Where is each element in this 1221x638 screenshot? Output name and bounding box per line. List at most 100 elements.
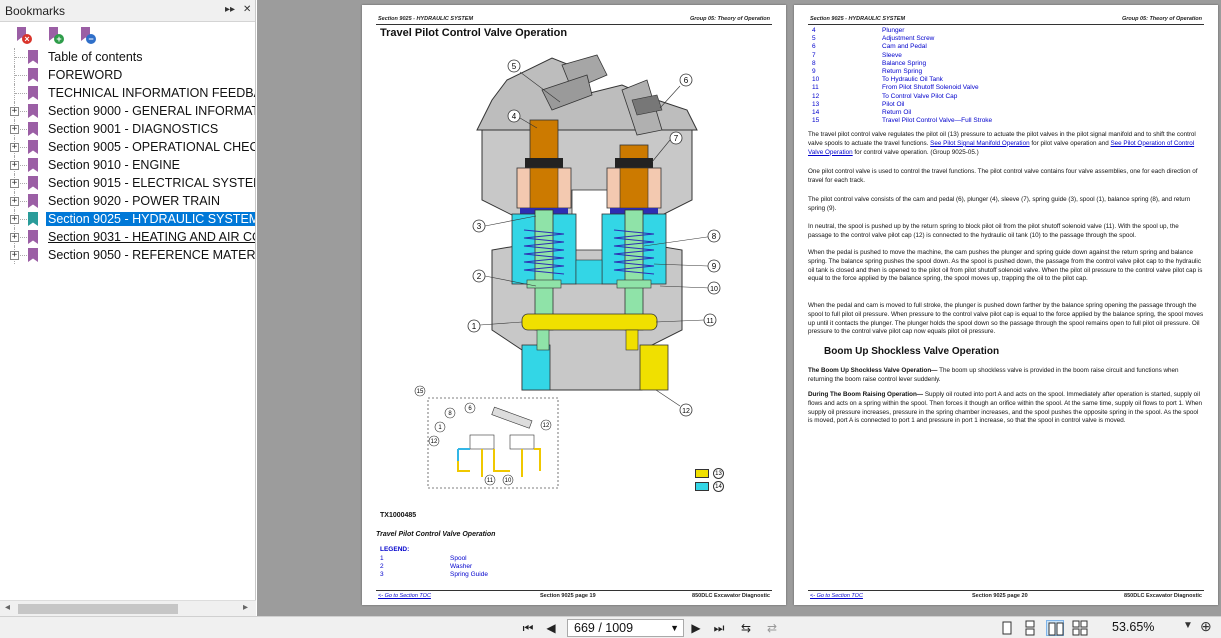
previous-page-button[interactable]: ◀: [546, 621, 556, 635]
bookmark-item[interactable]: +Section 9005 - OPERATIONAL CHECK: [0, 138, 255, 156]
facing-pages-view-button[interactable]: [1046, 620, 1064, 636]
footer-rule: [376, 590, 772, 591]
tree-guide: [15, 255, 27, 256]
last-page-button[interactable]: ⏭: [713, 621, 725, 635]
tree-guide: [14, 66, 28, 84]
expand-icon[interactable]: +: [10, 249, 19, 260]
page-number-value: 669 / 1009: [574, 621, 634, 635]
bookmark-icon: [28, 212, 38, 226]
go-forward-view-button[interactable]: ⇄: [766, 621, 778, 635]
bookmark-item[interactable]: + Section 9010 - ENGINE: [0, 156, 255, 174]
bookmark-icon: [28, 122, 38, 136]
legend-text: Travel Pilot Control Valve—Full Stroke: [882, 117, 993, 125]
bookmark-icon: [28, 140, 38, 154]
bookmark-item[interactable]: + Section 9015 - ELECTRICAL SYSTEM: [0, 174, 255, 192]
expand-icon[interactable]: +: [10, 105, 19, 116]
schematic-callout-6: 6: [468, 406, 472, 412]
continuous-view-button[interactable]: [1021, 620, 1039, 636]
figure-caption: Travel Pilot Control Valve Operation: [376, 531, 496, 538]
document-view[interactable]: Section 9025 - HYDRAULIC SYSTEM Group 05…: [257, 0, 1221, 616]
go-to-section-toc-link[interactable]: <- Go to Section TOC: [378, 593, 431, 599]
schematic-callout-1: 1: [438, 425, 442, 431]
callout-2: 2: [477, 272, 482, 281]
close-panel-icon[interactable]: ✕: [243, 4, 252, 15]
pilot-signal-manifold-link[interactable]: See Pilot Signal Manifold Operation: [930, 139, 1030, 147]
pilot-operation-control-valve-link[interactable]: See Pilot Operation of Control Valve Ope…: [808, 139, 1195, 156]
document-title-footer: 850DLC Excavator Diagnostic: [1124, 593, 1202, 599]
continuous-facing-view-button[interactable]: [1071, 620, 1089, 636]
bookmark-label: Table of contents: [48, 50, 143, 64]
bookmark-item[interactable]: TECHNICAL INFORMATION FEEDBACK: [0, 84, 255, 102]
legend-text: Cam and Pedal: [882, 43, 927, 51]
next-page-button[interactable]: ▶: [691, 621, 701, 635]
expand-icon[interactable]: +: [10, 195, 19, 206]
legend-text: Return Spring: [882, 67, 923, 75]
tree-guide: [14, 84, 28, 102]
bookmark-icon: [28, 176, 38, 190]
add-bookmark-button[interactable]: +: [46, 26, 64, 44]
bookmark-item[interactable]: +Section 9031 - HEATING AND AIR CO: [0, 228, 255, 246]
tree-guide: [15, 93, 27, 94]
bookmark-label: Section 9015 - ELECTRICAL SYSTEM: [48, 176, 255, 190]
expand-icon[interactable]: +: [10, 213, 19, 224]
zoom-dropdown-icon[interactable]: ▼: [1183, 620, 1193, 631]
bookmark-item[interactable]: +Section 9025 - HYDRAULIC SYSTEM: [0, 210, 255, 228]
page-number-label: Section 9025 page 20: [972, 593, 1028, 599]
schematic-callout-12b: 12: [543, 423, 550, 429]
travel-pilot-valve-diagram: 5 4 6 7 3 2 1 8 9 10 11 12: [467, 54, 721, 417]
zoom-level[interactable]: 53.65%: [1112, 620, 1155, 634]
bookmark-item[interactable]: +Section 9020 - POWER TRAIN: [0, 192, 255, 210]
bookmark-item[interactable]: Table of contents: [0, 48, 255, 66]
scroll-left-icon[interactable]: ◂: [5, 602, 11, 613]
collapse-panel-icon[interactable]: ▸▸: [225, 4, 236, 15]
scroll-right-icon[interactable]: ▸: [243, 602, 249, 613]
expand-icon[interactable]: +: [10, 159, 19, 170]
bookmark-icon: [28, 194, 38, 208]
zoom-in-icon[interactable]: ⊕: [1200, 618, 1212, 634]
expand-icon[interactable]: +: [10, 177, 19, 188]
page-title: Travel Pilot Control Valve Operation: [380, 27, 568, 39]
legend-text: Return Oil: [882, 108, 912, 116]
paragraph: During The Boom Raising Operation— Suppl…: [808, 391, 1202, 425]
bookmark-item[interactable]: +Section 9001 - DIAGNOSTICS: [0, 120, 255, 138]
bookmark-icon: [28, 86, 38, 100]
tree-guide: [15, 111, 27, 112]
swatch-label-13: 13: [713, 468, 724, 479]
chevron-down-icon[interactable]: ▼: [670, 623, 679, 633]
legend-text: From Pilot Shutoff Solenoid Valve: [882, 84, 979, 92]
bookmark-item[interactable]: FOREWORD: [0, 66, 255, 84]
bookmark-item[interactable]: +Section 9000 - GENERAL INFORMATIC: [0, 102, 255, 120]
legend-text: To Control Valve Pilot Cap: [882, 92, 958, 100]
tree-guide: [15, 219, 27, 220]
continuous-page-icon: [1025, 620, 1035, 636]
bookmark-label: Section 9010 - ENGINE: [48, 158, 181, 172]
page-header-right: Group 05: Theory of Operation: [1121, 16, 1202, 22]
delete-bookmark-button[interactable]: ×: [14, 26, 32, 44]
bookmark-item[interactable]: +Section 9050 - REFERENCE MATERIAL: [0, 246, 255, 264]
go-back-view-button[interactable]: ⇆: [740, 621, 752, 635]
scrollbar-thumb[interactable]: [18, 604, 178, 614]
callout-6: 6: [684, 76, 689, 85]
callout-8: 8: [712, 232, 717, 241]
bookmarks-toolbar: × + −: [0, 22, 255, 48]
go-to-section-toc-link[interactable]: <- Go to Section TOC: [810, 593, 863, 599]
first-page-button[interactable]: ⏮: [522, 621, 534, 635]
legend-text: Adjustment Screw: [882, 35, 935, 43]
expand-icon[interactable]: +: [10, 123, 19, 134]
expand-icon[interactable]: +: [10, 231, 19, 242]
remove-bookmark-button[interactable]: −: [78, 26, 96, 44]
expand-icon[interactable]: +: [10, 141, 19, 152]
page-header-left: Section 9025 - HYDRAULIC SYSTEM: [378, 16, 474, 22]
callout-10: 10: [710, 286, 718, 293]
callout-9: 9: [712, 262, 717, 271]
callout-5: 5: [512, 62, 517, 71]
paragraph: The Boom Up Shockless Valve Operation— T…: [808, 367, 1179, 383]
page-number-input[interactable]: 669 / 1009 ▼: [567, 619, 684, 637]
sidebar-horizontal-scrollbar[interactable]: ◂ ▸: [0, 600, 256, 616]
single-page-view-button[interactable]: [998, 620, 1016, 636]
